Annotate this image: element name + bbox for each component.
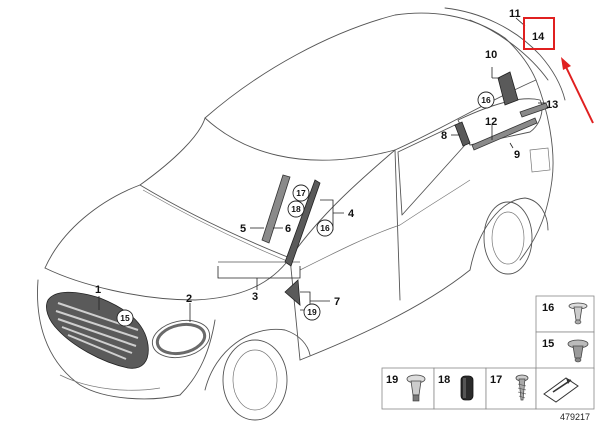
part-5-6-moulding xyxy=(261,174,291,244)
tool-icon xyxy=(543,377,579,403)
label-6: 6 xyxy=(285,223,291,235)
legend-label-17: 17 xyxy=(490,374,502,386)
label-2: 2 xyxy=(186,293,192,305)
part-2-headlight-ring xyxy=(155,322,207,356)
legend-box-17 xyxy=(485,367,537,410)
circled-16-rear: 16 xyxy=(481,95,491,105)
label-10: 10 xyxy=(485,49,497,61)
car-body xyxy=(37,7,566,421)
label-4: 4 xyxy=(348,208,355,220)
circled-17: 17 xyxy=(296,188,306,198)
label-5: 5 xyxy=(240,223,246,235)
clip-18-icon xyxy=(460,375,474,401)
leader-lines xyxy=(98,17,546,322)
legend-box-15 xyxy=(535,331,595,370)
circled-labels: 15 16 17 18 16 19 xyxy=(116,91,495,327)
label-7: 7 xyxy=(334,296,340,308)
screw-17-icon xyxy=(515,374,529,401)
legend-label-18: 18 xyxy=(438,374,450,386)
clip-19-icon xyxy=(406,374,426,402)
circled-16-front: 16 xyxy=(320,223,330,233)
red-arrow xyxy=(561,57,594,124)
legend-box-19 xyxy=(381,367,435,410)
circled-15: 15 xyxy=(120,313,130,323)
label-3: 3 xyxy=(252,291,258,303)
legend-label-15: 15 xyxy=(542,338,554,350)
label-12: 12 xyxy=(485,116,497,128)
legend-box-18 xyxy=(433,367,487,410)
label-8: 8 xyxy=(441,130,447,142)
circled-18: 18 xyxy=(291,204,301,214)
part-8-b-pillar-trim xyxy=(454,121,471,147)
label-13: 13 xyxy=(546,99,558,111)
legend-label-16: 16 xyxy=(542,302,554,314)
document-number: 479217 xyxy=(560,412,590,422)
legend-label-19: 19 xyxy=(386,374,398,386)
part-10-c-pillar-trim xyxy=(497,71,519,106)
legend: 16 15 19 18 17 xyxy=(381,295,595,410)
part-7-mirror-cover xyxy=(284,279,301,306)
highlight-box-14 xyxy=(523,17,555,50)
part-1-grille xyxy=(46,291,149,369)
label-11: 11 xyxy=(509,8,521,20)
clip-16-icon xyxy=(568,302,588,325)
part-13-rear-strip xyxy=(519,102,549,118)
circled-19: 19 xyxy=(307,307,317,317)
label-9: 9 xyxy=(514,149,520,161)
clip-15-icon xyxy=(567,339,589,363)
label-1: 1 xyxy=(95,284,101,296)
part-4-a-pillar-trim xyxy=(284,179,321,267)
label-14: 14 xyxy=(532,31,545,43)
part-9-12-window-strip xyxy=(471,117,538,151)
